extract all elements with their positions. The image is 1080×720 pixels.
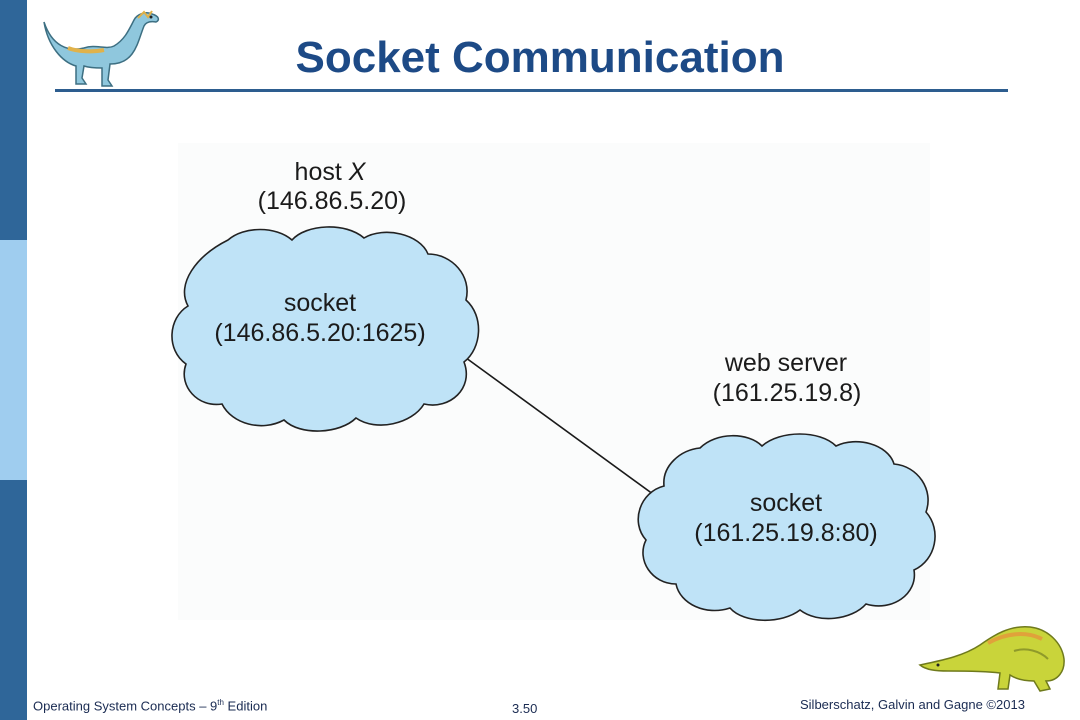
sidebar-segment-top <box>0 0 27 240</box>
connection-line <box>461 354 669 506</box>
host-label: host X <box>250 157 410 187</box>
sidebar <box>0 0 27 720</box>
server-socket-address: (161.25.19.8:80) <box>694 519 878 547</box>
host-socket-label: socket <box>283 289 357 317</box>
host-address: (146.86.5.20) <box>257 187 407 215</box>
host-socket-address: (146.86.5.20:1625) <box>214 319 426 347</box>
host-label-prefix: host <box>294 158 349 186</box>
footer-book-title-suffix: Edition <box>223 698 268 714</box>
dinosaur-icon <box>43 10 160 87</box>
title-divider <box>55 89 1008 92</box>
footer-authors: Silberschatz, Galvin and Gagne ©2013 <box>800 697 1025 712</box>
server-label: web server <box>724 349 848 377</box>
server-socket-label: socket <box>749 489 823 517</box>
slide-number: 3.50 <box>512 701 538 716</box>
host-label-name: X <box>348 158 366 186</box>
footer-book-title-prefix: Operating System Concepts – 9 <box>33 698 218 714</box>
server-address: (161.25.19.8) <box>712 379 862 407</box>
server-socket-cloud <box>637 433 936 622</box>
sidebar-segment-bottom <box>0 480 27 720</box>
page-title: Socket Communication <box>295 33 785 82</box>
dinosaur-icon <box>918 626 1065 692</box>
footer-book-title-sup: th <box>217 698 224 707</box>
host-socket-cloud <box>171 226 480 432</box>
sidebar-segment-middle <box>0 240 27 480</box>
footer-book-title: Operating System Concepts – 9th Edition <box>33 698 267 713</box>
